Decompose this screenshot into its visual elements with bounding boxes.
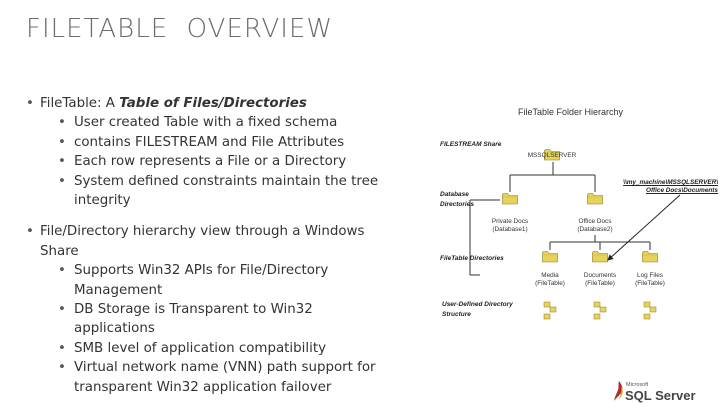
- label-filestream-share: FILESTREAM Share: [440, 141, 502, 148]
- sub-bullet: User created Table with a fixed schema: [26, 113, 396, 133]
- node-media: Media (FileTable): [535, 272, 565, 287]
- sql-server-logo-icon: [614, 381, 623, 401]
- folder-icon: [642, 251, 658, 263]
- brand-name: Microsoft: [626, 382, 649, 388]
- folder-icon: [587, 193, 603, 205]
- label-user-defined: User-Defined Directory Structure: [442, 301, 513, 318]
- connector-lines: [469, 162, 651, 276]
- node-office-docs: Office Docs (Database2): [577, 218, 613, 233]
- node-root: MSSQLSERVER: [527, 152, 577, 159]
- folder-icon: [542, 251, 558, 263]
- label-database-directories: Database Directories: [440, 191, 474, 208]
- bullet-text: FileTable: A: [40, 96, 120, 111]
- product-name: SQL Server: [625, 388, 696, 403]
- diagram-title: FileTable Folder Hierarchy: [518, 107, 624, 117]
- bullet-list: FileTable: A Table of Files/Directories …: [26, 94, 396, 397]
- sub-bullet: System defined constraints maintain the …: [26, 172, 396, 211]
- sub-bullet: contains FILESTREAM and File Attributes: [26, 133, 396, 153]
- user-folders: [543, 301, 657, 320]
- node-private-docs: Private Docs (Database1): [491, 218, 529, 233]
- node-documents: Documents (FileTable): [583, 272, 617, 287]
- folder-hierarchy-diagram: FileTable Folder Hierarchy FILESTREAM Sh…: [430, 100, 720, 340]
- slide-title: FILETABLE OVERVIEW: [26, 14, 334, 44]
- sub-bullet: SMB level of application compatibility: [26, 339, 396, 359]
- sub-bullet: DB Storage is Transparent to Win32 appli…: [26, 300, 396, 339]
- label-filetable-directories: FileTable Directories: [440, 255, 504, 262]
- node-log-files: Log Files (FileTable): [635, 272, 665, 287]
- folder-icon: [502, 193, 518, 205]
- bullet-emphasis: Table of Files/Directories: [119, 96, 307, 111]
- sub-bullet: Supports Win32 APIs for File/Directory M…: [26, 261, 396, 300]
- bullet-hierarchy: File/Directory hierarchy view through a …: [26, 222, 396, 261]
- sub-bullet: Virtual network name (VNN) path support …: [26, 358, 396, 397]
- folder-icon: [592, 251, 608, 263]
- path-arrow: [607, 194, 681, 261]
- sub-bullet: Each row represents a File or a Director…: [26, 152, 396, 172]
- bullet-filetable: FileTable: A Table of Files/Directories: [26, 94, 396, 114]
- diagram-svg: [469, 149, 681, 320]
- unc-path: \\my_machine\MSSQLSERVER\ Office Docs\Do…: [623, 179, 718, 194]
